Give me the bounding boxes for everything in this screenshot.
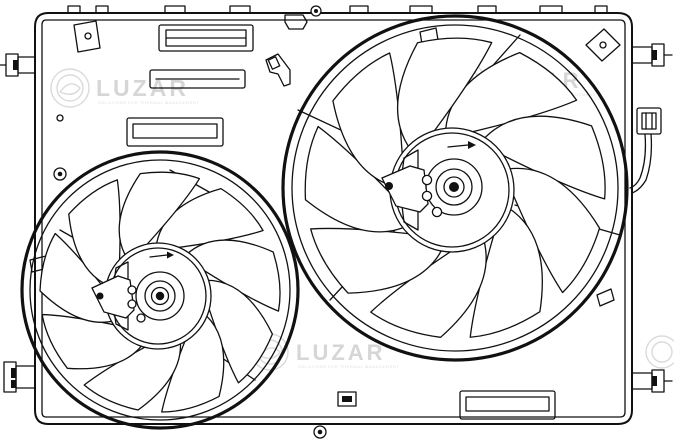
fan-small-ring-outer [20,150,300,430]
mount-bracket-right-bottom [631,369,673,393]
mount-bracket-left-top [0,53,36,77]
small-tab-bottom [337,391,357,407]
fan-blade [118,171,201,261]
wiring-harness-connector [629,107,662,194]
fan-large-blades [304,37,606,338]
connector-top-center [284,5,322,30]
mount-bracket-left-bottom [3,361,36,393]
label-plate-left [73,20,101,53]
fan-small-motor [91,242,212,350]
mount-bracket-right-top [631,43,673,67]
fan-large-ring-outer [281,14,629,362]
shroud-frame [34,12,633,425]
fan-small-motor-bracket [91,275,135,319]
fan-large [281,14,629,362]
fan-small [20,150,300,430]
tab-slot-bottom-right [459,390,556,420]
rotation-arrow [149,254,168,258]
fan-large-ring-clip [596,288,615,307]
fan-blade [397,37,493,154]
fan-large-motor [381,127,515,253]
tab-slot-middle [149,69,246,89]
watermark-tagline-text: SOLUTIONS FOR THERMAL MANAGEMENT [298,364,400,369]
tab-slot-top [158,24,254,52]
clip-connector [265,53,291,87]
tab-slot-lower [126,117,224,147]
label-plate-right [585,28,621,62]
fan-large-motor-bracket [381,165,429,213]
watermark-tagline-text: SOLUTIONS FOR THERMAL MANAGEMENT [98,100,200,105]
fan-small-ring-inner [29,159,291,421]
fan-large-ring-inner [291,24,619,352]
rivets [53,114,327,439]
top-clips [67,5,608,14]
watermark-brand-text: LUZAR [296,340,386,365]
watermark-logo-bottom: LUZAR SOLUTIONS FOR THERMAL MANAGEMENT [251,333,400,371]
watermark-logo-edge [645,335,674,369]
rotation-arrow [447,144,469,148]
